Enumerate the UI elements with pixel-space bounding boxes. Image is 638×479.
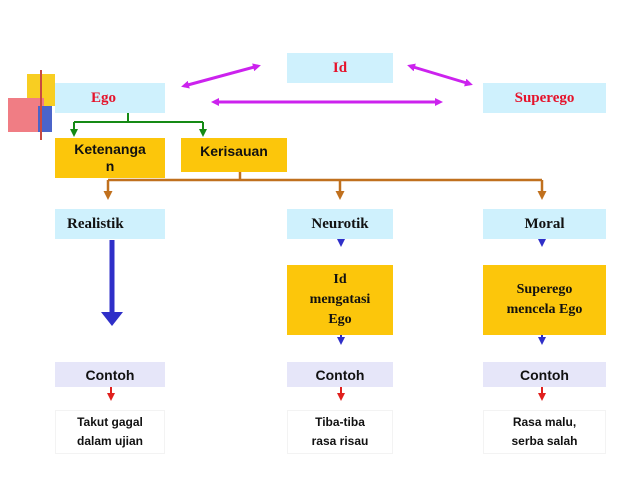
node-contoh-3-label: Contoh xyxy=(520,366,569,383)
node-id-label: Id xyxy=(332,59,348,76)
node-id-mengatasi-label-1: Id xyxy=(333,272,347,287)
node-example-2: Tiba-tiba rasa risau xyxy=(287,410,393,454)
node-contoh-2: Contoh xyxy=(287,362,393,387)
node-moral-label: Moral xyxy=(524,215,565,232)
node-example-1-label-2: dalam ujian xyxy=(76,434,144,448)
node-realistik: Realistik xyxy=(55,209,165,239)
node-kerisauan-label: Kerisauan xyxy=(200,143,268,159)
node-kerisauan: Kerisauan xyxy=(181,138,287,172)
arrow-id-ego xyxy=(181,63,261,89)
node-superego-mencela-label-1: Superego xyxy=(516,282,573,297)
node-superego-mencela-label-2: mencela Ego xyxy=(506,302,583,317)
node-contoh-3: Contoh xyxy=(483,362,606,387)
node-contoh-1-label: Contoh xyxy=(85,366,135,383)
node-realistik-label: Realistik xyxy=(67,215,124,232)
node-example-3-label-1: Rasa malu, xyxy=(512,415,577,429)
node-example-3: Rasa malu, serba salah xyxy=(483,410,606,454)
node-neurotik: Neurotik xyxy=(287,209,393,239)
node-example-2-label-2: rasa risau xyxy=(311,434,369,448)
node-id-mengatasi-label-3: Ego xyxy=(328,312,352,327)
decor-line-vertical xyxy=(40,70,42,140)
node-superego: Superego xyxy=(483,83,606,113)
node-id-mengatasi-ego: Id mengatasi Ego xyxy=(287,265,393,335)
node-superego-label: Superego xyxy=(514,89,575,106)
arrow-realistik-head xyxy=(101,312,123,326)
node-contoh-1: Contoh xyxy=(55,362,165,387)
node-ego-label: Ego xyxy=(91,89,117,106)
arrow-id-superego xyxy=(407,63,473,87)
node-example-2-label-1: Tiba-tiba xyxy=(315,415,365,429)
node-superego-mencela-ego: Superego mencela Ego xyxy=(483,265,606,335)
node-id: Id xyxy=(287,53,393,83)
node-ego: Ego xyxy=(55,83,165,113)
node-contoh-2-label: Contoh xyxy=(315,366,365,383)
node-example-3-label-2: serba salah xyxy=(511,434,578,448)
node-ketenangan: Ketenanga n xyxy=(55,138,165,178)
node-example-1: Takut gagal dalam ujian xyxy=(55,410,165,454)
node-id-mengatasi-label-2: mengatasi xyxy=(309,292,371,307)
node-moral: Moral xyxy=(483,209,606,239)
node-example-1-label-1: Takut gagal xyxy=(77,415,143,429)
node-ketenangan-label-1: Ketenanga xyxy=(74,141,146,157)
node-neurotik-label: Neurotik xyxy=(311,215,369,232)
node-ketenangan-label-2: n xyxy=(105,158,115,174)
